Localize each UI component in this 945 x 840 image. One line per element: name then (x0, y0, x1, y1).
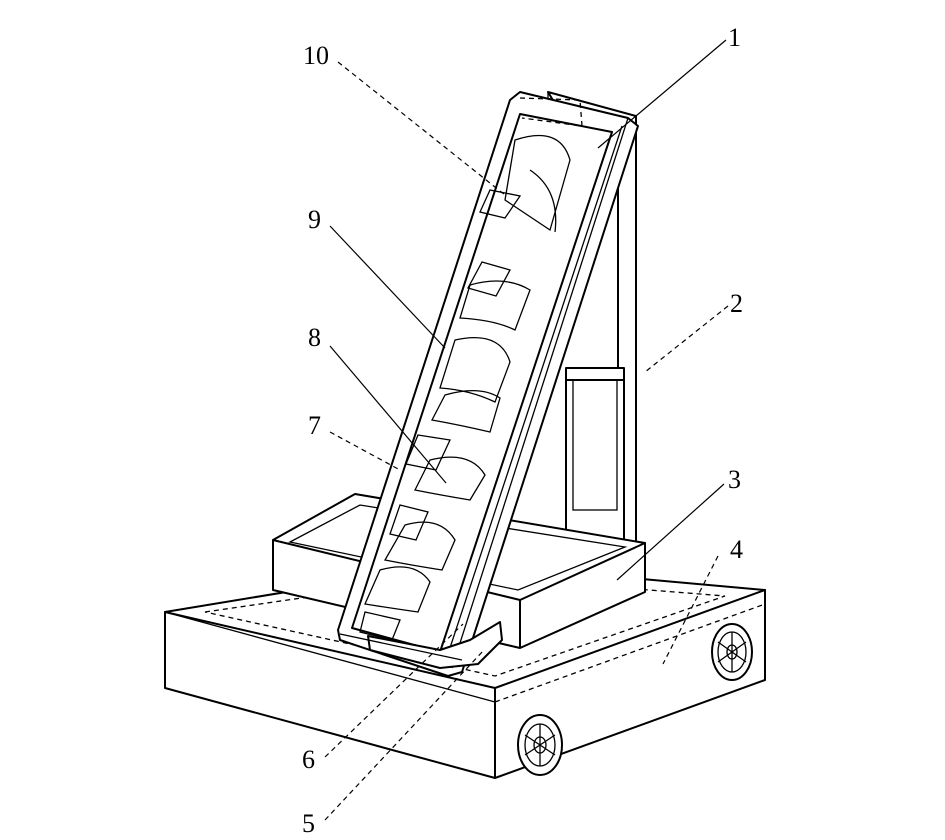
label-8: 8 (308, 323, 321, 352)
label-3: 3 (728, 465, 741, 494)
wheel-front (517, 714, 563, 776)
label-9: 9 (308, 205, 321, 234)
label-4: 4 (730, 535, 743, 564)
leader-lines (324, 39, 729, 821)
part-labels: 10 1 9 2 8 7 3 4 6 5 (302, 23, 743, 838)
label-1: 1 (728, 23, 741, 52)
wheel-right (711, 623, 753, 681)
screw-flights (359, 134, 571, 641)
label-2: 2 (730, 289, 743, 318)
inclined-conveyor (337, 91, 639, 677)
label-6: 6 (302, 745, 315, 774)
label-7: 7 (308, 411, 321, 440)
label-10: 10 (303, 41, 329, 70)
label-5: 5 (302, 809, 315, 838)
